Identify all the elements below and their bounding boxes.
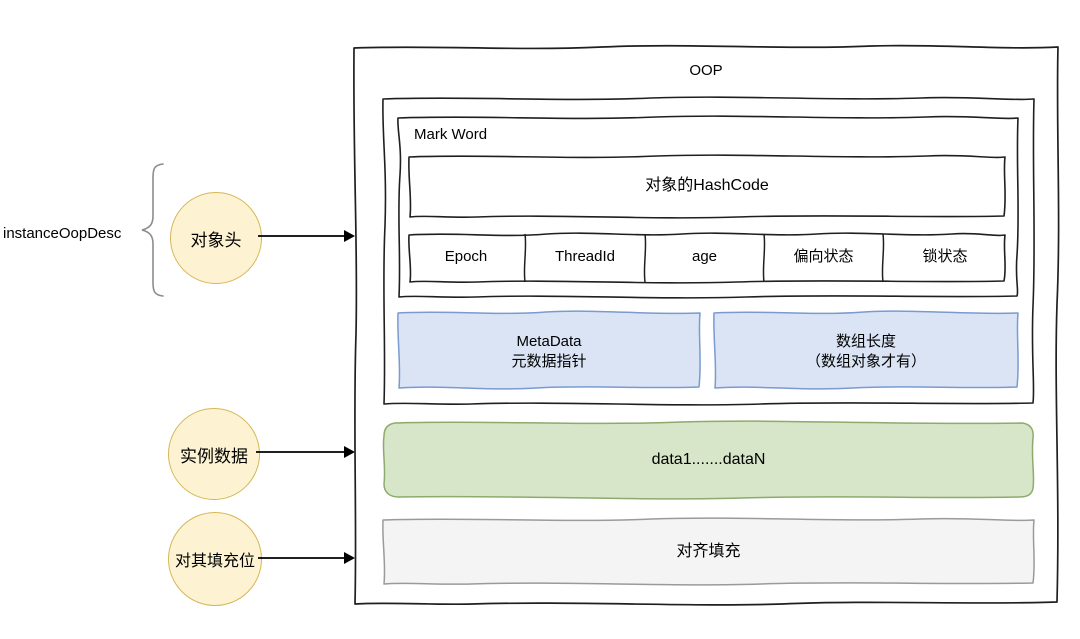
arrow-instance-data bbox=[256, 446, 355, 458]
metadata-pointer-line1: MetaData bbox=[516, 333, 582, 350]
instance-data-label: data1.......dataN bbox=[651, 451, 766, 468]
mark-cell-biased-state: 偏向状态 bbox=[793, 248, 854, 265]
mark-cell-lock-state: 锁状态 bbox=[922, 248, 968, 265]
circle-object-header-label: 对象头 bbox=[190, 230, 242, 250]
mark-word-cells-row: Epoch ThreadId age 偏向状态 锁状态 bbox=[407, 232, 1007, 284]
array-length-line2: （数组对象才有） bbox=[805, 353, 926, 370]
grouping-brace bbox=[141, 163, 164, 297]
circle-padding-label: 对其填充位 bbox=[174, 553, 255, 570]
oop-container-label: OOP bbox=[689, 62, 723, 79]
circle-padding[interactable]: 对其填充位 bbox=[168, 512, 262, 606]
mark-word-label: Mark Word bbox=[414, 126, 488, 143]
arrow-object-header bbox=[258, 230, 355, 242]
mark-cell-threadid: ThreadId bbox=[554, 248, 616, 265]
instance-data-box: data1.......dataN bbox=[381, 420, 1036, 500]
mark-cell-age: age bbox=[691, 248, 718, 265]
circle-instance-data-label: 实例数据 bbox=[180, 446, 248, 466]
alignment-padding-label: 对齐填充 bbox=[676, 543, 741, 560]
array-length-box: 数组长度 （数组对象才有） bbox=[712, 310, 1020, 390]
hashcode-label: 对象的HashCode bbox=[645, 177, 769, 194]
metadata-pointer-line2: 元数据指针 bbox=[511, 353, 587, 370]
circle-instance-data[interactable]: 实例数据 bbox=[168, 408, 260, 500]
circle-object-header[interactable]: 对象头 bbox=[170, 192, 262, 284]
mark-cell-epoch: Epoch bbox=[444, 248, 488, 265]
instance-oop-desc-label: instanceOopDesc bbox=[3, 225, 122, 242]
metadata-pointer-box: MetaData 元数据指针 bbox=[396, 310, 702, 390]
array-length-line1: 数组长度 bbox=[835, 333, 896, 350]
arrow-padding bbox=[258, 552, 355, 564]
hashcode-box: 对象的HashCode bbox=[407, 154, 1007, 219]
alignment-padding-box: 对齐填充 bbox=[381, 517, 1036, 586]
